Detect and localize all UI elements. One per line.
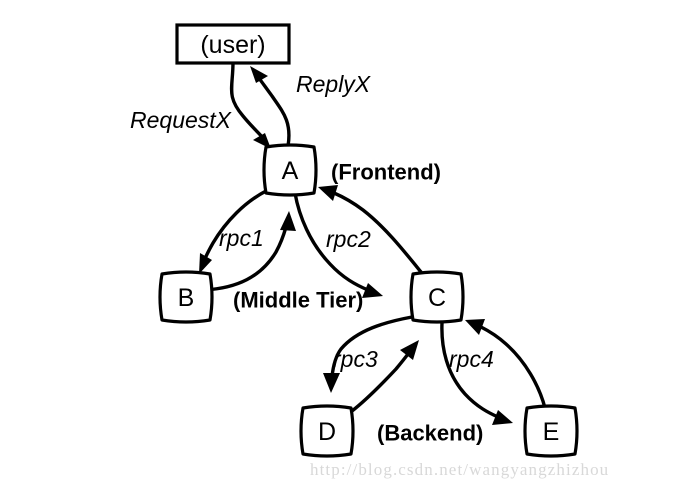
edge-a-to-user bbox=[250, 66, 291, 148]
arrowhead-icon bbox=[323, 373, 340, 393]
tier-label-middle-tier: (Middle Tier) bbox=[233, 288, 363, 313]
edge-c-to-a bbox=[318, 185, 423, 274]
edge-label-rpc2: rpc2 bbox=[326, 226, 371, 252]
node-c[interactable]: C bbox=[409, 270, 465, 324]
edge-label-rpc3: rpc3 bbox=[333, 346, 378, 372]
node-e[interactable]: E bbox=[523, 404, 579, 458]
node-e-label: E bbox=[543, 418, 560, 446]
edge-a-to-c bbox=[293, 191, 383, 298]
node-b-label: B bbox=[178, 284, 195, 312]
node-b[interactable]: B bbox=[158, 270, 214, 324]
arrowhead-icon bbox=[400, 340, 419, 360]
edge-user-to-a bbox=[229, 60, 271, 149]
node-c-label: C bbox=[428, 284, 446, 312]
arrowhead-icon bbox=[362, 283, 383, 298]
node-a[interactable]: A bbox=[262, 143, 318, 197]
arrowhead-icon bbox=[280, 211, 296, 231]
node-user[interactable]: (user) bbox=[175, 23, 291, 65]
edge-label-rpc1: rpc1 bbox=[219, 225, 264, 251]
arrowhead-icon bbox=[199, 253, 212, 274]
watermark-text: http://blog.csdn.net/wangyangzhizhou bbox=[310, 460, 610, 479]
edge-c-to-d bbox=[323, 315, 414, 393]
node-a-label: A bbox=[282, 157, 299, 185]
node-user-label: (user) bbox=[200, 31, 265, 59]
tier-label-backend: (Backend) bbox=[377, 421, 483, 446]
arrowhead-icon bbox=[492, 410, 513, 425]
edge-d-to-c bbox=[350, 340, 419, 413]
edge-label-replyx: ReplyX bbox=[296, 71, 372, 97]
edge-a-to-b bbox=[199, 189, 268, 274]
edge-b-to-a bbox=[203, 211, 296, 292]
node-d[interactable]: D bbox=[299, 404, 355, 458]
arrowhead-icon bbox=[318, 185, 338, 201]
edge-e-to-c bbox=[465, 319, 547, 410]
arrowhead-icon bbox=[253, 133, 271, 149]
arrowhead-icon bbox=[250, 66, 268, 83]
edge-label-rpc4: rpc4 bbox=[449, 346, 494, 372]
node-d-label: D bbox=[318, 418, 336, 446]
edge-c-to-e bbox=[440, 321, 513, 425]
arrowhead-icon bbox=[465, 319, 485, 335]
tier-label-frontend: (Frontend) bbox=[331, 160, 441, 185]
edge-label-requestx: RequestX bbox=[130, 107, 233, 133]
